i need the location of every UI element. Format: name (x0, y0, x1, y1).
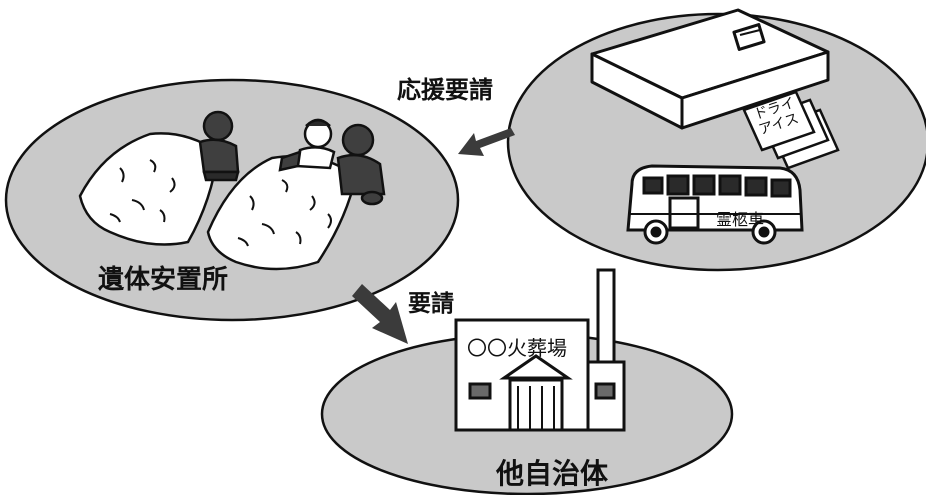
kneeling-person-middle (278, 118, 336, 172)
request-label: 要請 (408, 291, 454, 317)
hearse-icon (626, 164, 804, 245)
covered-body-left (78, 132, 220, 246)
dry-ice-icon (742, 90, 840, 170)
morgue-label: 遺体安置所 (98, 265, 229, 295)
coffin-icon (590, 8, 830, 130)
request-support-label: 応援要請 (397, 76, 493, 104)
other-municipality-label: 他自治体 (496, 457, 609, 490)
kneeling-person-right (336, 123, 386, 206)
arrow-request-support (458, 128, 515, 156)
hearse-label: 霊柩車 (716, 210, 765, 229)
covered-body-right (206, 154, 358, 271)
crematorium-sign-label: 〇〇火葬場 (467, 336, 567, 360)
arrow-request (352, 284, 408, 344)
kneeling-person-left (198, 110, 240, 182)
crematorium-building-icon (454, 268, 626, 432)
